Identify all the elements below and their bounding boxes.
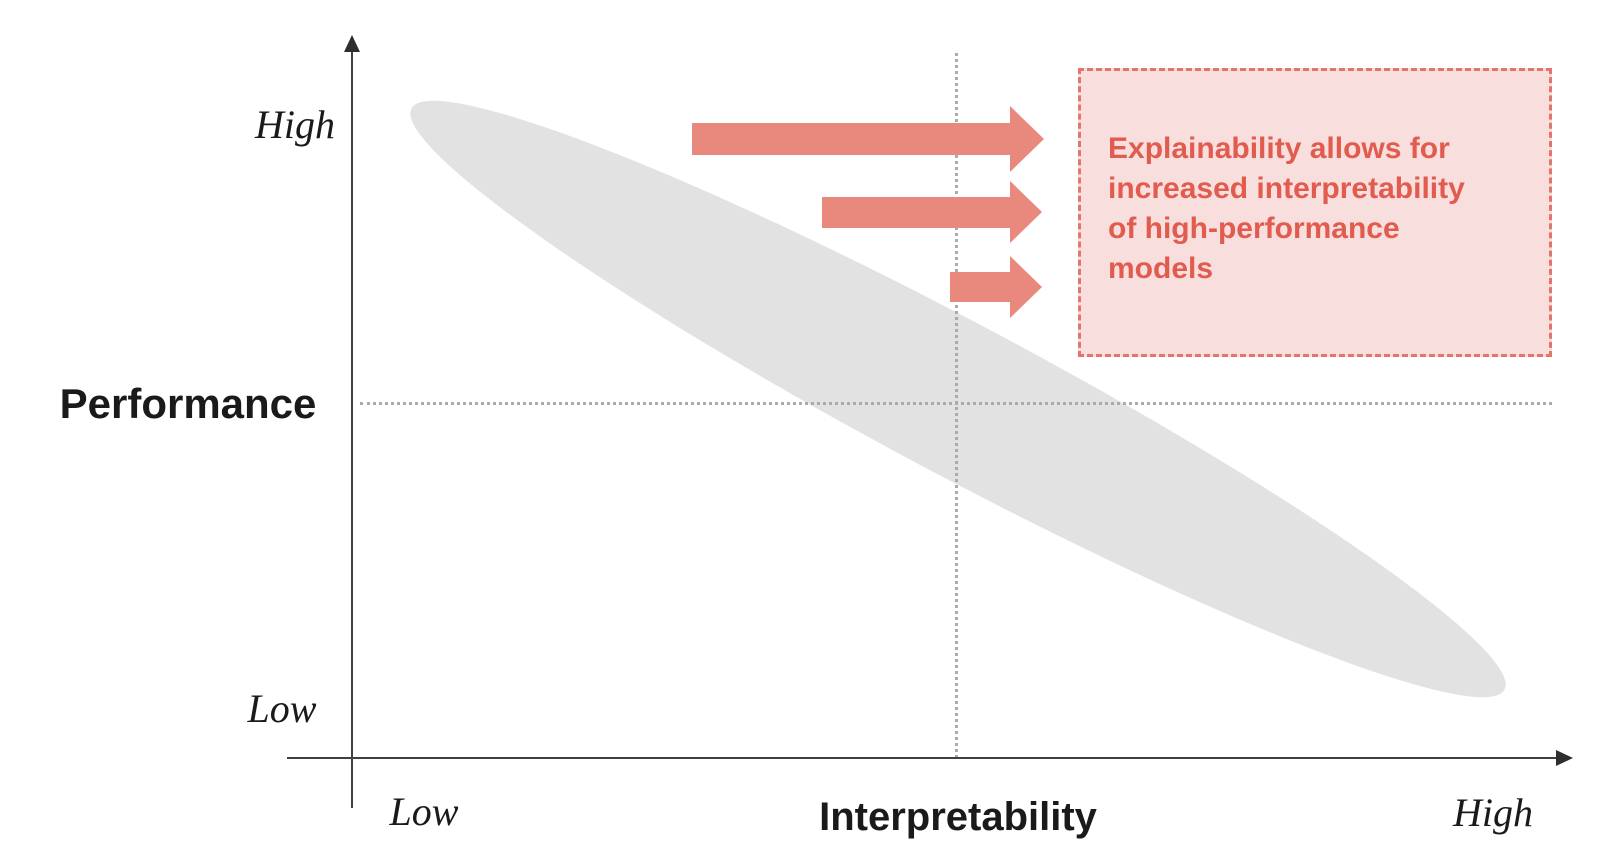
explainability-shift-arrow-1 xyxy=(692,123,1010,155)
x-axis-title: Interpretability xyxy=(819,795,1097,839)
explainability-shift-arrow-1-head-icon xyxy=(1010,106,1044,172)
x-axis-high-label: High xyxy=(1453,790,1533,835)
y-axis-arrow-up-icon xyxy=(344,35,360,52)
y-axis-line xyxy=(351,48,353,808)
annotation-line: models xyxy=(1108,252,1214,285)
explainability-shift-arrow-3 xyxy=(950,272,1010,302)
x-axis-line xyxy=(287,757,1558,759)
annotation-line: Explainability allows for xyxy=(1108,132,1450,165)
x-axis-arrow-right-icon xyxy=(1556,750,1573,766)
y-axis-low-label: Low xyxy=(247,686,317,731)
y-axis-title: Performance xyxy=(59,380,317,427)
annotation-line: increased interpretability xyxy=(1108,172,1465,205)
vertical-dotted-gridline xyxy=(955,53,958,758)
x-axis-low-label: Low xyxy=(389,789,459,834)
explainability-annotation-box: Explainability allows for increased inte… xyxy=(1078,68,1552,357)
y-axis-high-label: High xyxy=(255,102,335,147)
explainability-shift-arrow-2-head-icon xyxy=(1010,181,1042,243)
explainability-shift-arrow-3-head-icon xyxy=(1010,256,1042,318)
explainability-shift-arrow-2 xyxy=(822,197,1010,228)
annotation-line: of high-performance xyxy=(1108,212,1400,245)
